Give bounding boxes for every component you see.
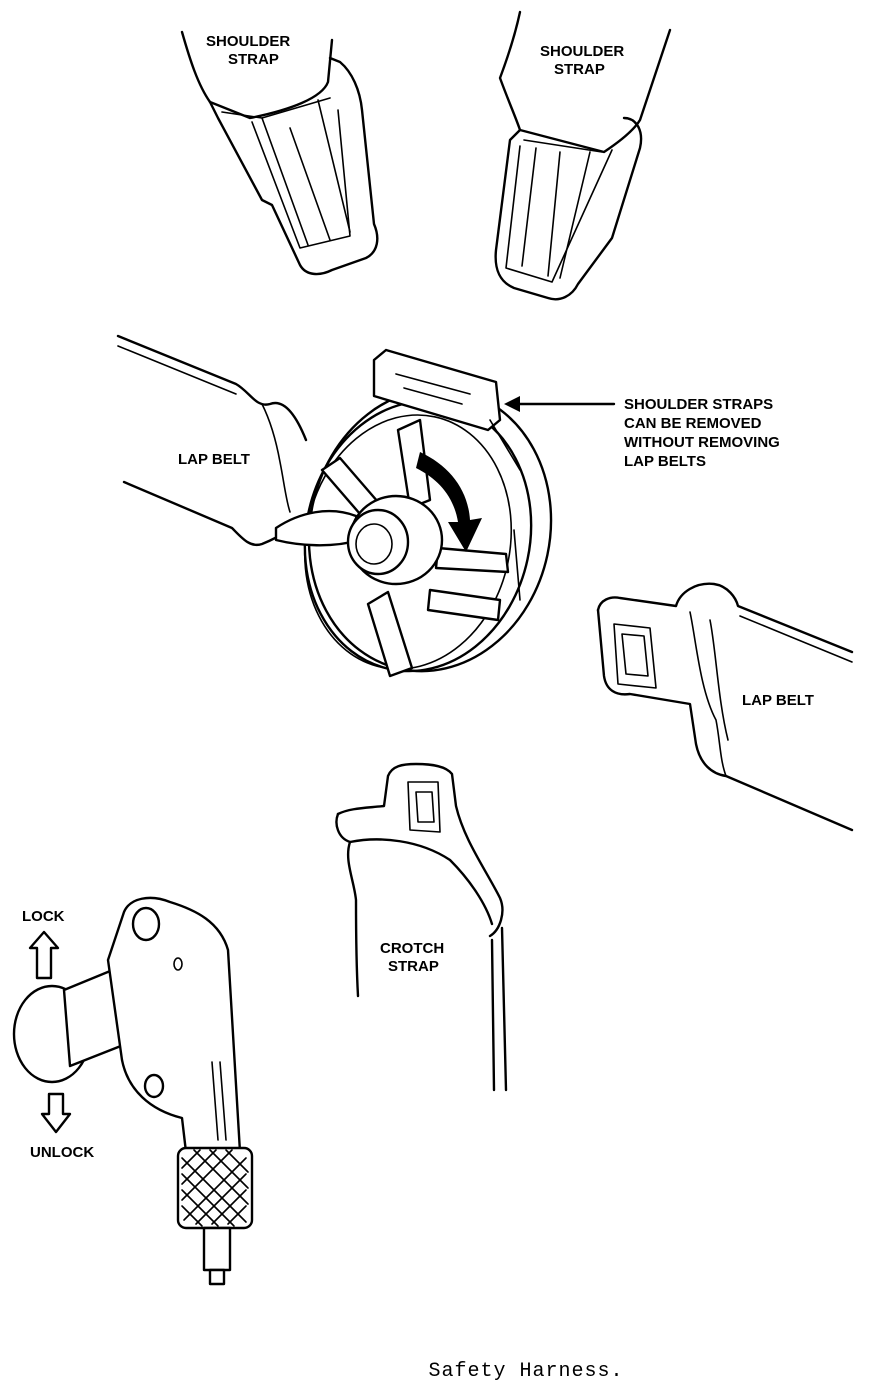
right-lap-belt: LAP BELT xyxy=(596,582,854,832)
note-line-1: SHOULDER STRAPS xyxy=(624,396,773,413)
crotch-strap: CROTCH STRAP xyxy=(335,762,508,1092)
unlock-label: UNLOCK xyxy=(30,1144,94,1161)
shoulder-note: SHOULDER STRAPS CAN BE REMOVED WITHOUT R… xyxy=(624,396,780,470)
shoulder-strap-right-label-2: STRAP xyxy=(554,61,605,78)
crotch-strap-label-2: STRAP xyxy=(388,958,439,975)
shoulder-strap-left-label-2: STRAP xyxy=(228,51,279,68)
crotch-strap-label-1: CROTCH xyxy=(380,940,444,957)
lap-belt-right-label: LAP BELT xyxy=(742,692,814,709)
right-shoulder-strap: SHOULDER STRAP xyxy=(494,10,672,301)
note-line-4: LAP BELTS xyxy=(624,453,706,470)
figure-caption: Safety Harness. xyxy=(428,1360,624,1383)
left-lap-belt: LAP BELT xyxy=(116,334,308,547)
note-pointer xyxy=(504,396,616,412)
note-line-3: WITHOUT REMOVING xyxy=(624,434,780,451)
lock-handle: LOCK UNLOCK xyxy=(12,896,254,1286)
lock-label: LOCK xyxy=(22,908,65,925)
note-line-2: CAN BE REMOVED xyxy=(624,415,762,432)
left-shoulder-strap: SHOULDER STRAP xyxy=(180,30,379,276)
shoulder-strap-left-label-1: SHOULDER xyxy=(206,33,290,50)
shoulder-strap-right-label-1: SHOULDER xyxy=(540,43,624,60)
lap-belt-left-label: LAP BELT xyxy=(178,451,250,468)
rotary-buckle xyxy=(274,348,553,678)
